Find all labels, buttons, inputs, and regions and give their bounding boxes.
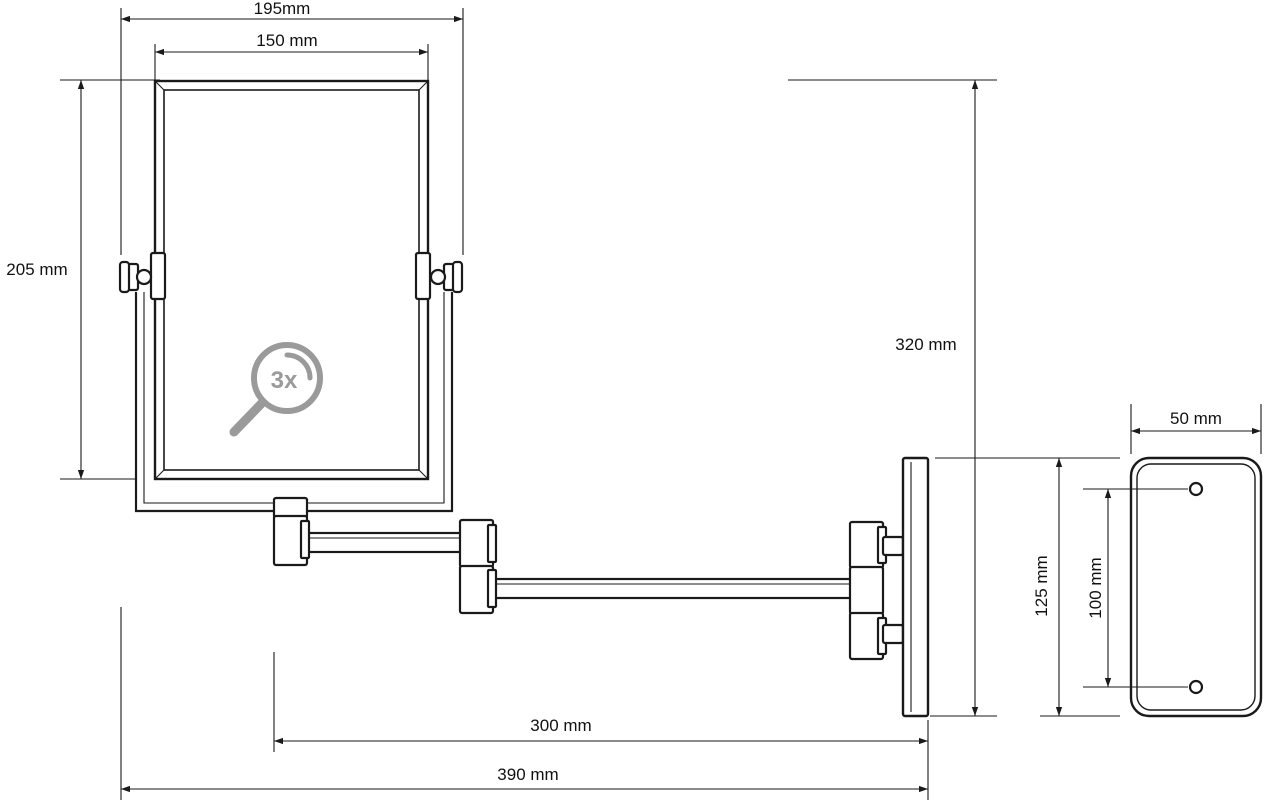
mounting-hole-top [1188, 481, 1204, 497]
mounting-hole-bottom [1188, 679, 1204, 695]
magnifier-icon [229, 342, 323, 437]
mirror-frame [153, 79, 430, 481]
dim-mirror-width-label: 150 mm [256, 31, 317, 50]
dim-total-reach: 390 mm [120, 607, 929, 800]
dim-hole-spacing-label: 100 mm [1086, 557, 1105, 618]
dim-total-height-label: 320 mm [895, 335, 956, 354]
pivot-knob-left [118, 251, 167, 301]
dim-total-reach-label: 390 mm [497, 765, 558, 784]
dim-arm-reach: 300 mm [273, 652, 929, 752]
magnification-badge: 3x [229, 342, 323, 437]
dim-overall-width-label: 195mm [254, 0, 311, 18]
dim-overall-width: 195mm [120, 0, 464, 255]
dim-plate-height-label: 125 mm [1032, 555, 1051, 616]
dim-hole-spacing: 100 mm [1083, 488, 1188, 688]
dim-total-height: 320 mm [788, 79, 997, 717]
dim-mirror-width: 150 mm [154, 31, 429, 80]
pivot-knob-right [414, 251, 464, 301]
swing-arms [272, 496, 905, 661]
dim-mirror-height-label: 205 mm [6, 260, 67, 279]
dim-plate-width-label: 50 mm [1170, 409, 1222, 428]
wall-plate-side [901, 456, 930, 718]
dim-mirror-height: 205 mm [0, 79, 160, 480]
wall-plate-front [1129, 456, 1263, 718]
dim-plate-height: 125 mm [935, 457, 1120, 717]
dim-arm-reach-label: 300 mm [530, 716, 591, 735]
mirror-assembly [118, 79, 464, 513]
magnification-label: 3x [271, 367, 298, 394]
dim-plate-width: 50 mm [1130, 404, 1262, 454]
